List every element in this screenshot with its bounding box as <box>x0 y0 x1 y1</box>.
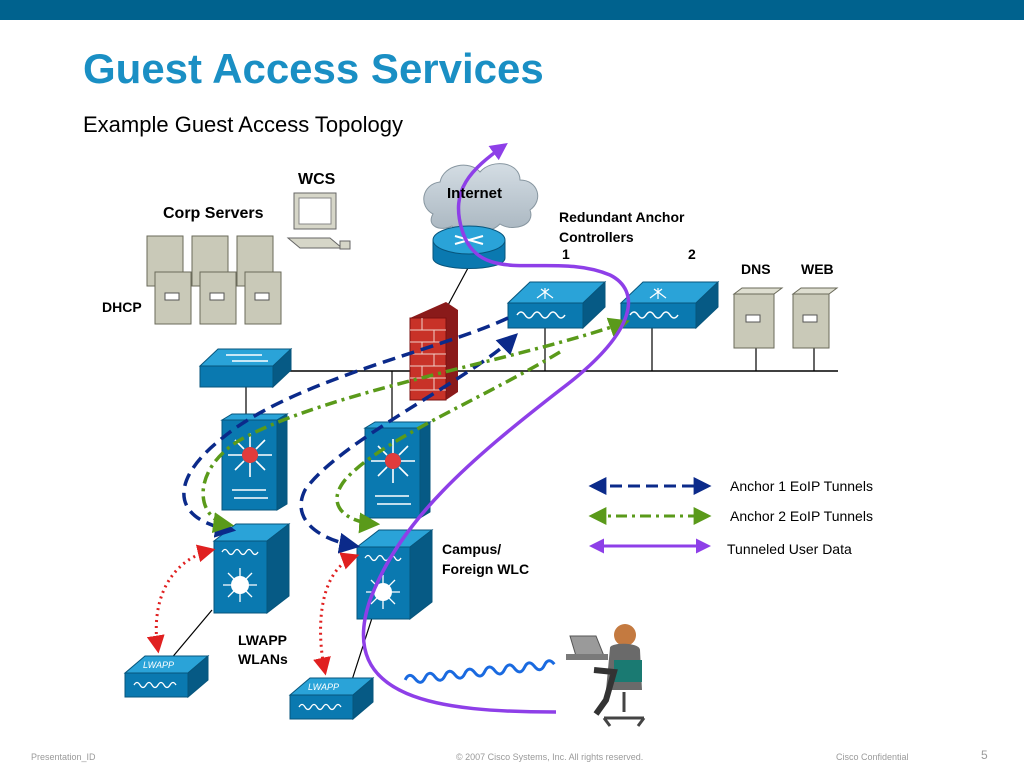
access-point-left-icon <box>123 654 210 699</box>
campus-wlc-label-line2: Foreign WLC <box>442 561 529 577</box>
corp-servers-label: Corp Servers <box>163 205 264 222</box>
campus-wlc-label-line1: Campus/ <box>442 541 501 557</box>
distribution-switch-right-icon <box>363 421 432 519</box>
campus-wlc-left-icon <box>212 522 291 615</box>
footer-confidential: Cisco Confidential <box>836 752 909 762</box>
legend-anchor1-label: Anchor 1 EoIP Tunnels <box>730 478 873 494</box>
tunneled-user-data-path <box>361 142 631 714</box>
anchor-title-line2: Controllers <box>559 229 634 245</box>
wcs-label: WCS <box>298 171 336 188</box>
anchor-number-2: 2 <box>688 246 696 262</box>
anchor2-tunnel-path-right <box>335 350 561 534</box>
dns-server-icon <box>732 287 784 349</box>
slide-title: Guest Access Services <box>83 45 544 92</box>
dhcp-label: DHCP <box>102 299 142 315</box>
dns-label: DNS <box>741 261 771 277</box>
lan-switch-icon <box>198 347 293 389</box>
slide-subtitle: Example Guest Access Topology <box>83 112 403 137</box>
firewall-icon <box>409 302 458 401</box>
footer-presentation-id: Presentation_ID <box>31 752 96 762</box>
ap-tag-right: LWAPP <box>308 682 339 692</box>
top-bar <box>0 0 1024 20</box>
legend-anchor2-label: Anchor 2 EoIP Tunnels <box>730 508 873 524</box>
web-server-icon <box>791 287 839 349</box>
lwapp-wlans-label-line1: LWAPP <box>238 632 287 648</box>
anchor-controller-2-icon <box>619 280 720 330</box>
corp-servers-icon <box>146 235 282 325</box>
footer-copyright: © 2007 Cisco Systems, Inc. All rights re… <box>456 752 644 762</box>
distribution-switch-left-icon <box>220 413 289 511</box>
anchor-title-line1: Redundant Anchor <box>559 209 685 225</box>
anchor-number-1: 1 <box>562 246 570 262</box>
wcs-computer-icon <box>286 192 351 250</box>
page-number: 5 <box>981 748 988 762</box>
internet-router-icon <box>432 225 506 269</box>
legend-userdata-label: Tunneled User Data <box>727 541 852 557</box>
lwapp-link-left <box>146 544 216 654</box>
anchor-controller-1-icon <box>506 280 607 330</box>
web-label: WEB <box>801 261 834 277</box>
lwapp-link-right <box>313 552 360 676</box>
lwapp-wlans-label-line2: WLANs <box>238 651 288 667</box>
wireless-signal-icon <box>403 659 556 684</box>
internet-label: Internet <box>447 185 502 202</box>
anchor2-tunnel-path-left <box>201 317 630 533</box>
ap-tag-left: LWAPP <box>143 660 174 670</box>
access-point-right-icon <box>288 676 375 721</box>
guest-user-icon <box>566 624 646 727</box>
